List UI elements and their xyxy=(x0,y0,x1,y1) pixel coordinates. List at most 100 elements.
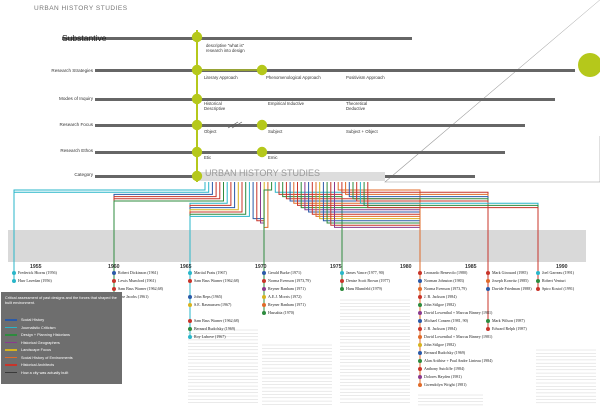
person-entry: Sam Bass Warner (1962,68) xyxy=(188,278,239,283)
person-dot xyxy=(12,278,16,283)
person-name: Michael Conzen (1981, 90) xyxy=(424,318,468,323)
connector-5 xyxy=(113,182,224,296)
person-name: Spiro Kostof (1991) xyxy=(542,286,575,291)
person-entry: Sam Bass Warner (1962,68) xyxy=(112,286,163,291)
person-dot xyxy=(418,302,422,307)
person-name: Norman Johnston (1983) xyxy=(424,278,464,283)
year-label: 1955 xyxy=(30,264,42,270)
legend-label: Landscape Focus xyxy=(21,348,51,352)
stage-empirical: Empirical Inductive xyxy=(268,101,305,106)
person-entry: Mark Wilson (1987) xyxy=(486,318,525,323)
person-entry: Gwendolyn Wright (1981) xyxy=(418,382,466,387)
person-entry: Gerald Burke (1971) xyxy=(262,270,301,275)
person-entry: J. B. Jackson (1984) xyxy=(418,294,457,299)
person-entry: Edward Relph (1987) xyxy=(486,326,527,331)
person-dot xyxy=(262,286,266,291)
year-label: 1990 xyxy=(556,264,568,270)
legend-swatch xyxy=(5,349,17,351)
legend-item: Social History xyxy=(5,318,44,322)
category-band-label: URBAN HISTORY STUDIES xyxy=(205,168,321,178)
triangle-shape xyxy=(384,0,600,183)
person-dot xyxy=(188,334,192,339)
focus-slash-b xyxy=(231,121,243,129)
person-name: Joseph Konvitz (1985) xyxy=(492,278,529,283)
person-name: Hans Blumfeld (1979) xyxy=(346,286,382,291)
person-name: Bernard Rudofsky (1969) xyxy=(424,350,466,355)
legend-item: Design + Planning Historians xyxy=(5,333,70,337)
person-dot xyxy=(486,278,490,283)
stage-phenomenological: Phenomenological Approach xyxy=(266,75,321,80)
person-dot xyxy=(486,318,490,323)
person-entry: Hassabia (1970) xyxy=(262,310,294,315)
person-name: Dolores Hayden (1981) xyxy=(424,374,462,379)
person-name: J. B. Jackson (1984) xyxy=(424,294,457,299)
person-entry: Bernard Rudofsky (1969) xyxy=(188,326,235,331)
legend-item: Historical Architects xyxy=(5,363,54,367)
legend-label: Historical Geographers xyxy=(21,340,60,345)
person-dot xyxy=(418,366,422,371)
person-entry: Norma Evenson (1973,79) xyxy=(418,286,467,291)
person-dot xyxy=(418,310,422,315)
person-dot xyxy=(418,334,422,339)
year-label: 1985 xyxy=(465,264,477,270)
row-label-substantive: Substantive xyxy=(62,33,107,43)
person-entry: Hans Blumfeld (1979) xyxy=(340,286,382,291)
person-entry: Reyner Banham (1971) xyxy=(262,286,306,291)
person-name: Robert Dickinson (1961) xyxy=(118,270,158,275)
stage-positivism: Positivism Approach xyxy=(346,75,385,80)
person-name: John Reps (1965) xyxy=(194,294,223,299)
person-dot xyxy=(418,358,422,363)
person-dot xyxy=(112,286,116,291)
person-name: Leonardo Benevolo (1980) xyxy=(424,270,468,275)
connector-44 xyxy=(367,182,539,288)
legend-label: Journalistic Criticism xyxy=(21,325,56,330)
legend-item: How a city was actually built xyxy=(5,371,68,375)
row-label-modes-of-inquiry: Modes of Inquiry xyxy=(59,96,93,101)
year-label: 1970 xyxy=(255,264,267,270)
person-entry: Joel Garreau (1991) xyxy=(536,270,574,275)
year-label: 1960 xyxy=(108,264,120,270)
person-name: Joel Garreau (1991) xyxy=(542,270,574,275)
person-name: Reyner Banham (1971) xyxy=(268,302,306,307)
spine-node-4 xyxy=(191,119,203,131)
person-name: Reyner Banham (1971) xyxy=(268,286,306,291)
person-entry: Bernard Rudofsky (1969) xyxy=(418,350,465,355)
person-entry: Martial Pratu (1967) xyxy=(188,270,227,275)
year-label: 1975 xyxy=(330,264,342,270)
person-name: Gwendolyn Wright (1981) xyxy=(424,382,467,387)
person-dot xyxy=(188,294,192,299)
timeline-bar xyxy=(8,230,586,262)
person-dot xyxy=(418,374,422,379)
person-entry: Dolores Hayden (1981) xyxy=(418,374,462,379)
person-entry: John Stilgoe (1982) xyxy=(418,302,456,307)
person-name: Hassabia (1970) xyxy=(268,310,295,315)
spine-node-7 xyxy=(256,146,268,158)
stage-literary: Literary Approach xyxy=(204,75,238,80)
person-dot xyxy=(262,310,266,315)
person-dot xyxy=(262,270,266,275)
person-dot xyxy=(536,278,540,283)
person-dot xyxy=(536,286,540,291)
person-dot xyxy=(486,326,490,331)
legend-swatch xyxy=(5,326,17,329)
person-entry: Joseph Konvitz (1985) xyxy=(486,278,528,283)
person-entry: Sam Bass Warner (1962,68) xyxy=(188,318,239,323)
legend-item: Journalistic Criticism xyxy=(5,326,56,330)
connector-41 xyxy=(356,182,489,328)
person-name: David Lowenthal + Marcus Binney (1981) xyxy=(424,310,493,315)
person-name: Alan Artibise + Paul Andre Linteau (1984… xyxy=(424,358,493,363)
legend-swatch xyxy=(5,364,17,366)
person-entry: S.E. Rasmussen (1967) xyxy=(188,302,231,307)
focus-slash-a xyxy=(227,121,239,129)
person-entry: David Lowenthal + Marcus Binney (1981) xyxy=(418,310,492,315)
person-dot xyxy=(188,326,192,331)
spine-node-5 xyxy=(256,119,268,131)
person-dot xyxy=(340,286,344,291)
person-dot xyxy=(418,342,422,347)
person-entry: Robert Venturi xyxy=(536,278,566,283)
spine-node-3 xyxy=(191,93,203,105)
person-dot xyxy=(340,270,344,275)
person-dot xyxy=(486,286,490,291)
stage-object: Object xyxy=(204,129,217,134)
